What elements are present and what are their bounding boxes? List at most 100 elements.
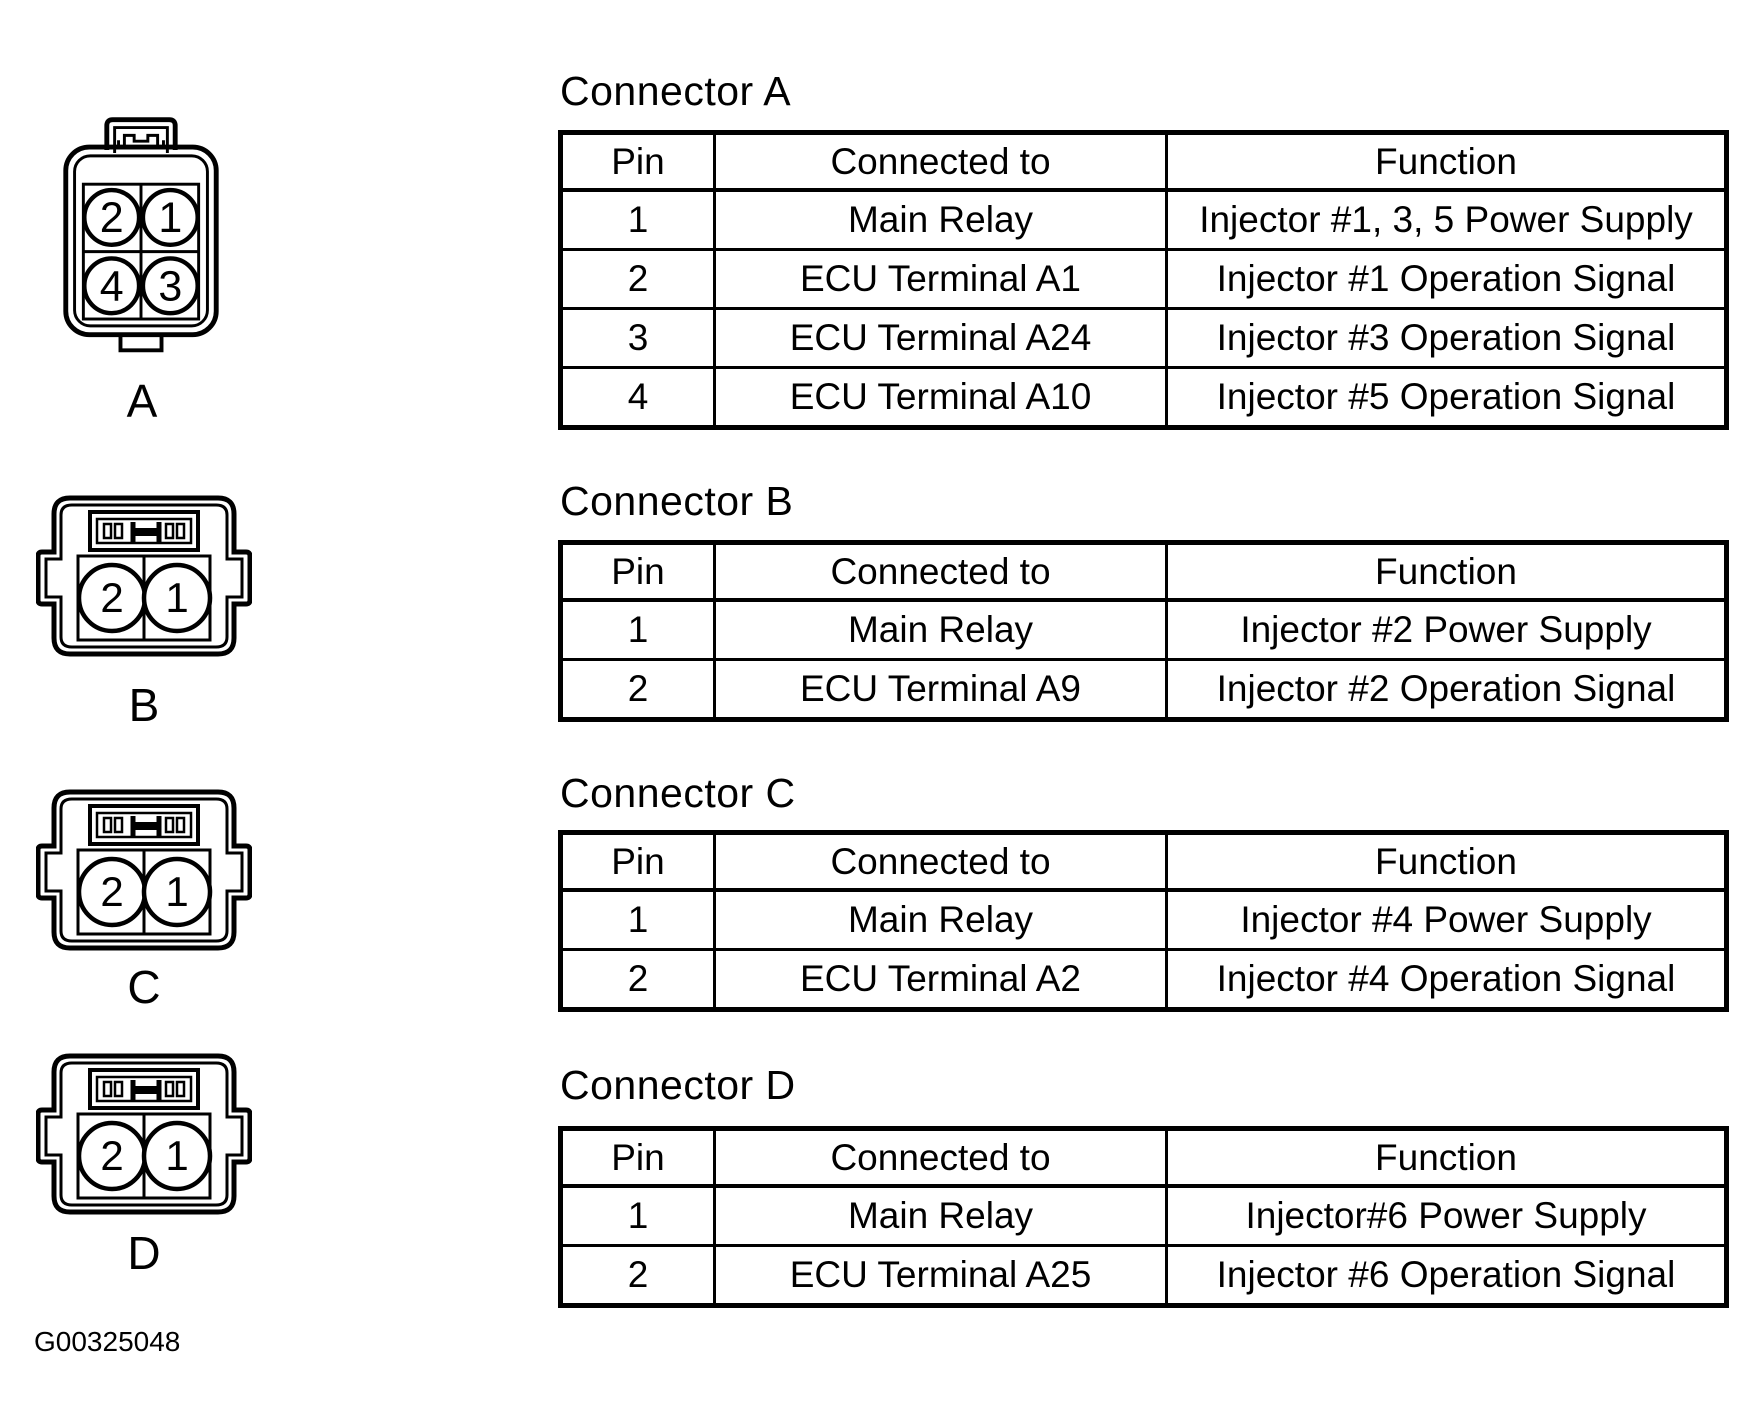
table-row: 4 ECU Terminal A10 Injector #5 Operation… [559,366,1728,429]
figure-id: G00325048 [34,1326,181,1357]
connected-to-cell: ECU Terminal A9 [713,658,1168,721]
function-column-header: Function [1165,1127,1728,1188]
pin-1-cavity [141,856,213,928]
function-cell: Injector #4 Operation Signal [1165,948,1728,1011]
connector-c-outer-shell [36,789,252,951]
connector-b-inner-shell [44,503,244,649]
function-cell: Injector#6 Power Supply [1165,1184,1728,1247]
pin-number: 2 [100,194,124,242]
connector-a-bottom-tab [118,334,164,353]
connector-b-table: Pin Connected to Function 1 Main Relay I… [558,540,1729,722]
function-column-header: Function [1165,541,1728,602]
connector-c-drawing-icon: 2 1 [36,789,252,951]
connector-d-table: Pin Connected to Function 1 Main Relay I… [558,1126,1729,1308]
table-row: 1 Main Relay Injector #4 Power Supply [559,888,1728,951]
pin-cell: 2 [559,248,716,310]
connected-to-column-header: Connected to [713,831,1168,892]
connector-d-diagram: 2 1 [36,1050,252,1220]
connector-c-table: Pin Connected to Function 1 Main Relay I… [558,830,1729,1012]
connected-to-cell: ECU Terminal A24 [713,307,1168,369]
connector-b-label: B [128,679,160,731]
table-row: 2 ECU Terminal A2 Injector #4 Operation … [559,948,1728,1011]
connector-b-drawing-icon: 2 1 [36,495,252,657]
latch-detail [175,816,186,834]
function-column-header: Function [1165,131,1728,192]
connector-a-diagram: 2 1 4 3 [48,108,234,362]
pin-column-header: Pin [559,831,716,892]
connector-a-housing-dividers [83,184,199,320]
pin-cell: 4 [559,366,716,429]
latch-detail [175,1080,186,1098]
connector-b-outer-shell [36,495,252,657]
pin-1-cavity [141,562,213,634]
pin-cell: 1 [559,598,716,661]
connector-d-section-title: Connector D [560,1062,796,1108]
connector-a-section-title: Connector A [560,68,792,114]
latch-detail [102,522,113,540]
connected-to-cell: Main Relay [713,598,1168,661]
connected-to-column-header: Connected to [713,541,1168,602]
pin-4-cavity [82,256,142,316]
pin-2-cavity [82,187,142,247]
connector-d-outer-shell [36,1053,252,1215]
connected-to-column-header: Connected to [713,131,1168,192]
connector-d-inner-shell [44,1061,244,1207]
connector-d-latch-inner [95,1075,193,1103]
latch-detail [133,822,159,830]
pin-number: 1 [165,1132,188,1179]
function-cell: Injector #4 Power Supply [1165,888,1728,951]
latch-detail [133,1086,159,1094]
function-cell: Injector #5 Operation Signal [1165,366,1728,429]
table-header-row: Pin Connected to Function [559,831,1728,892]
connector-a-inner-shell [73,154,209,328]
latch-detail [113,522,124,540]
connected-to-cell: Main Relay [713,1184,1168,1247]
pin-column-header: Pin [559,541,716,602]
pin-number: 2 [100,1132,123,1179]
connected-to-cell: Main Relay [713,188,1168,251]
connector-a-table: Pin Connected to Function 1 Main Relay I… [558,130,1729,430]
connector-c-section-title: Connector C [560,770,796,816]
connected-to-cell: ECU Terminal A25 [713,1244,1168,1307]
latch-detail [102,816,113,834]
pin-cell: 1 [559,888,716,951]
pin-cell: 2 [559,1244,716,1307]
pin-3-cavity [140,256,200,316]
pin-column-header: Pin [559,1127,716,1188]
connector-a-latch [104,117,178,151]
pin-cell: 2 [559,658,716,721]
connector-c-latch-inner [95,811,193,839]
pin-1-cavity [140,187,200,247]
connector-c-label: C [127,961,161,1013]
connector-a-outer-shell [63,144,219,338]
table-header-row: Pin Connected to Function [559,131,1728,192]
connected-to-column-header: Connected to [713,1127,1168,1188]
table-header-row: Pin Connected to Function [559,541,1728,602]
pin-number: 1 [165,868,188,915]
pin-cell: 1 [559,1184,716,1247]
function-cell: Injector #1, 3, 5 Power Supply [1165,188,1728,251]
connector-a-latch-feet [117,140,165,148]
table-row: 2 ECU Terminal A25 Injector #6 Operation… [559,1244,1728,1307]
function-cell: Injector #3 Operation Signal [1165,307,1728,369]
connector-a-label: A [126,375,158,427]
table-row: 1 Main Relay Injector #1, 3, 5 Power Sup… [559,188,1728,251]
table-row: 2 ECU Terminal A1 Injector #1 Operation … [559,248,1728,310]
pin-number: 3 [158,262,182,310]
latch-detail [113,1080,124,1098]
pin-cell: 2 [559,948,716,1011]
table-row: 1 Main Relay Injector#6 Power Supply [559,1184,1728,1247]
table-row: 1 Main Relay Injector #2 Power Supply [559,598,1728,661]
function-column-header: Function [1165,831,1728,892]
latch-detail [164,816,175,834]
connector-a-drawing-icon: 2 1 4 3 [63,117,219,353]
connected-to-cell: ECU Terminal A10 [713,366,1168,429]
connector-b-latch-inner [95,517,193,545]
function-cell: Injector #1 Operation Signal [1165,248,1728,310]
pin-number: 4 [100,262,124,310]
connected-to-cell: ECU Terminal A1 [713,248,1168,310]
table-row: 2 ECU Terminal A9 Injector #2 Operation … [559,658,1728,721]
connector-d-label: D [127,1227,161,1279]
function-cell: Injector #2 Operation Signal [1165,658,1728,721]
